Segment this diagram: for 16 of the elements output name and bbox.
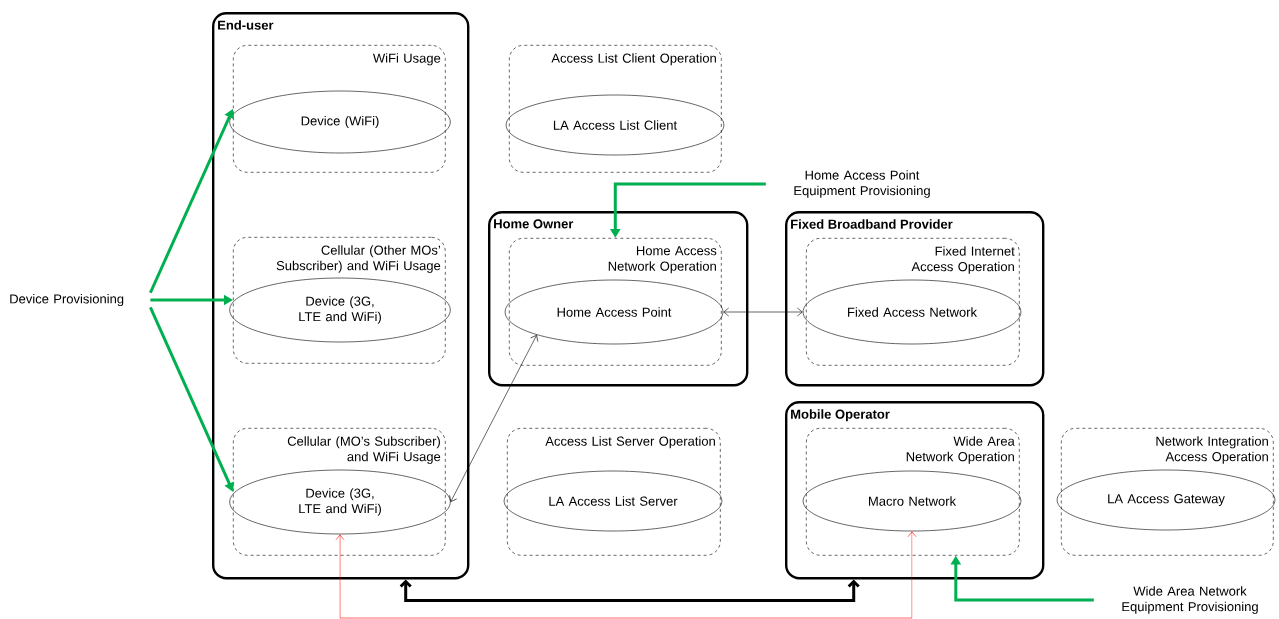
- ellipse-node: LA Access List Server: [503, 470, 723, 532]
- arrow: [449, 334, 539, 502]
- ellipse-node: Device (3G, LTE and WiFi): [229, 469, 451, 535]
- annotation-text: Device Provisioning: [10, 293, 124, 307]
- ellipse-node: Device (3G, LTE and WiFi): [229, 277, 451, 343]
- arrow: [335, 531, 917, 619]
- arrow: [723, 307, 803, 317]
- ellipse-node: LA Access Gateway: [1056, 469, 1276, 531]
- arrow: [399, 579, 860, 602]
- ellipse-node: Home Access Point: [504, 279, 724, 345]
- ellipse-node: LA Access List Client: [505, 94, 725, 156]
- ellipse-node: Macro Network: [802, 470, 1022, 532]
- ellipse-node: Device (WiFi): [229, 90, 451, 154]
- annotation-text: Wide Area Network Equipment Provisioning: [1122, 586, 1258, 614]
- annotation-text: Home Access Point Equipment Provisioning: [794, 170, 930, 198]
- ellipse-node: Fixed Access Network: [802, 279, 1022, 345]
